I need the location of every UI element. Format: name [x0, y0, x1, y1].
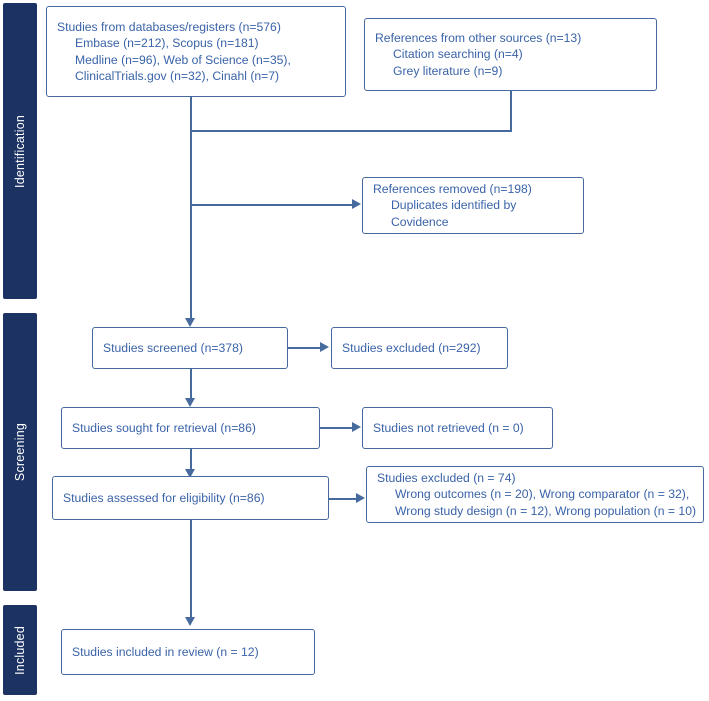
studies-excluded-label: Studies excluded (n=292): [342, 340, 481, 355]
databases-line-2: Embase (n=212), Scopus (n=181): [75, 36, 259, 50]
connector-to-references-removed: [190, 204, 353, 206]
phase-band-identification: Identification: [3, 3, 37, 299]
other-sources-line-1: References from other sources (n=13): [375, 30, 582, 45]
studies-included-in-review-box: Studies included in review (n = 12): [61, 629, 315, 675]
connector-other-sources-down: [510, 91, 512, 131]
eligibility-excluded-line-3: Wrong study design (n = 12), Wrong popul…: [395, 503, 697, 518]
databases-line-3: Medline (n=96), Web of Science (n=35),: [75, 52, 291, 67]
connector-merge-bar: [190, 130, 512, 132]
studies-screened-box: Studies screened (n=378): [92, 327, 288, 369]
studies-screened-label: Studies screened (n=378): [103, 340, 243, 355]
connector-screened-to-excluded: [288, 347, 321, 349]
databases-registers-box: Studies from databases/registers (n=576)…: [46, 6, 346, 97]
connector-databases-down: [190, 97, 192, 131]
other-sources-line-2: Citation searching (n=4): [393, 47, 523, 62]
studies-sought-label: Studies sought for retrieval (n=86): [72, 420, 256, 435]
other-sources-box: References from other sources (n=13) Cit…: [364, 18, 657, 91]
references-removed-box: References removed (n=198) Duplicates id…: [362, 177, 584, 234]
phase-band-identification-label: Identification: [13, 114, 27, 188]
studies-assessed-label: Studies assessed for eligibility (n=86): [63, 490, 265, 505]
phase-band-screening-label: Screening: [13, 422, 27, 482]
connector-sought-to-assessed: [190, 449, 192, 472]
phase-band-screening: Screening: [3, 313, 37, 591]
eligibility-excluded-line-2: Wrong outcomes (n = 20), Wrong comparato…: [395, 487, 690, 502]
arrow-to-studies-included: [185, 617, 195, 626]
phase-band-included-label: Included: [13, 625, 27, 675]
arrow-to-studies-excluded: [320, 342, 329, 352]
studies-not-retrieved-label: Studies not retrieved (n = 0): [373, 420, 524, 435]
arrow-to-studies-assessed: [185, 469, 195, 478]
connector-spine-identification: [190, 130, 192, 319]
connector-assessed-to-excluded: [329, 498, 358, 500]
arrow-to-eligibility-excluded: [356, 493, 365, 503]
arrow-to-studies-not-retrieved: [352, 422, 361, 432]
references-removed-line-3: Covidence: [391, 214, 449, 229]
studies-excluded-box: Studies excluded (n=292): [331, 327, 508, 369]
references-removed-line-2: Duplicates identified by: [391, 198, 517, 213]
studies-sought-for-retrieval-box: Studies sought for retrieval (n=86): [61, 407, 320, 449]
connector-assessed-to-included: [190, 520, 192, 619]
connector-sought-to-not-retrieved: [320, 427, 353, 429]
eligibility-excluded-box: Studies excluded (n = 74) Wrong outcomes…: [366, 466, 704, 523]
studies-not-retrieved-box: Studies not retrieved (n = 0): [362, 407, 553, 449]
arrow-to-studies-screened: [185, 318, 195, 327]
arrow-to-references-removed: [352, 199, 361, 209]
databases-line-4: ClinicalTrials.gov (n=32), Cinahl (n=7): [75, 69, 280, 83]
databases-line-1: Studies from databases/registers (n=576): [57, 19, 281, 34]
studies-assessed-for-eligibility-box: Studies assessed for eligibility (n=86): [52, 476, 329, 520]
arrow-to-studies-sought: [185, 398, 195, 407]
connector-screened-to-sought: [190, 369, 192, 401]
other-sources-line-3: Grey literature (n=9): [393, 63, 503, 78]
studies-included-label: Studies included in review (n = 12): [72, 644, 259, 659]
references-removed-line-1: References removed (n=198): [373, 181, 532, 196]
eligibility-excluded-line-1: Studies excluded (n = 74): [377, 470, 516, 485]
phase-band-included: Included: [3, 605, 37, 695]
